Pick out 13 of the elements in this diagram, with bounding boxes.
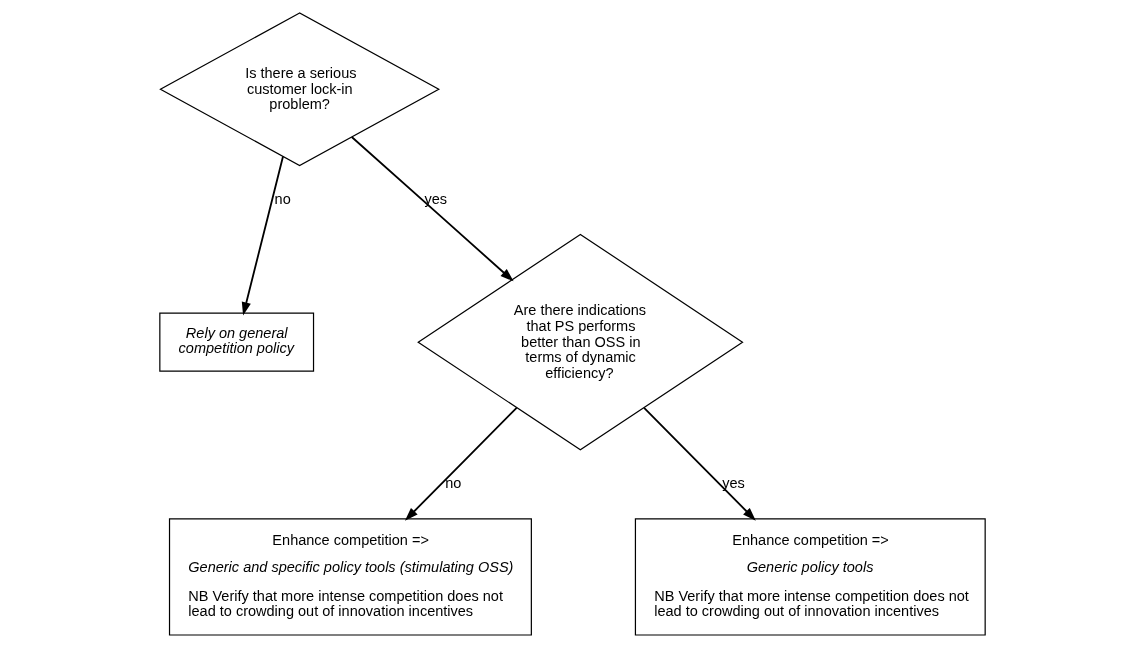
- node-box: Rely on general competition policy: [159, 312, 315, 372]
- arrow: [241, 155, 284, 316]
- arrow: [350, 136, 514, 282]
- arrow: [404, 406, 518, 521]
- node-diamond: Is there a serious customer lock-in problem?: [159, 12, 441, 167]
- edge-label: no: [274, 190, 291, 207]
- node-box: Enhance competition => Generic and specific policy tools (stimulating OSS) NB Verify that more intense competition does not lead to crowding out of innovation incentives: [168, 518, 532, 636]
- edge-label: no: [445, 475, 462, 492]
- node-box: Enhance competition => Generic policy tools NB Verify that more intense competition does not lead to crowding out of innovation incentives: [634, 518, 986, 636]
- node-diamond: Are there indications that PS performs better than OSS in terms of dynamic efficiency?: [417, 233, 744, 451]
- arrow: [643, 406, 756, 521]
- edge-label: yes: [424, 190, 448, 207]
- edge-label: yes: [722, 475, 745, 492]
